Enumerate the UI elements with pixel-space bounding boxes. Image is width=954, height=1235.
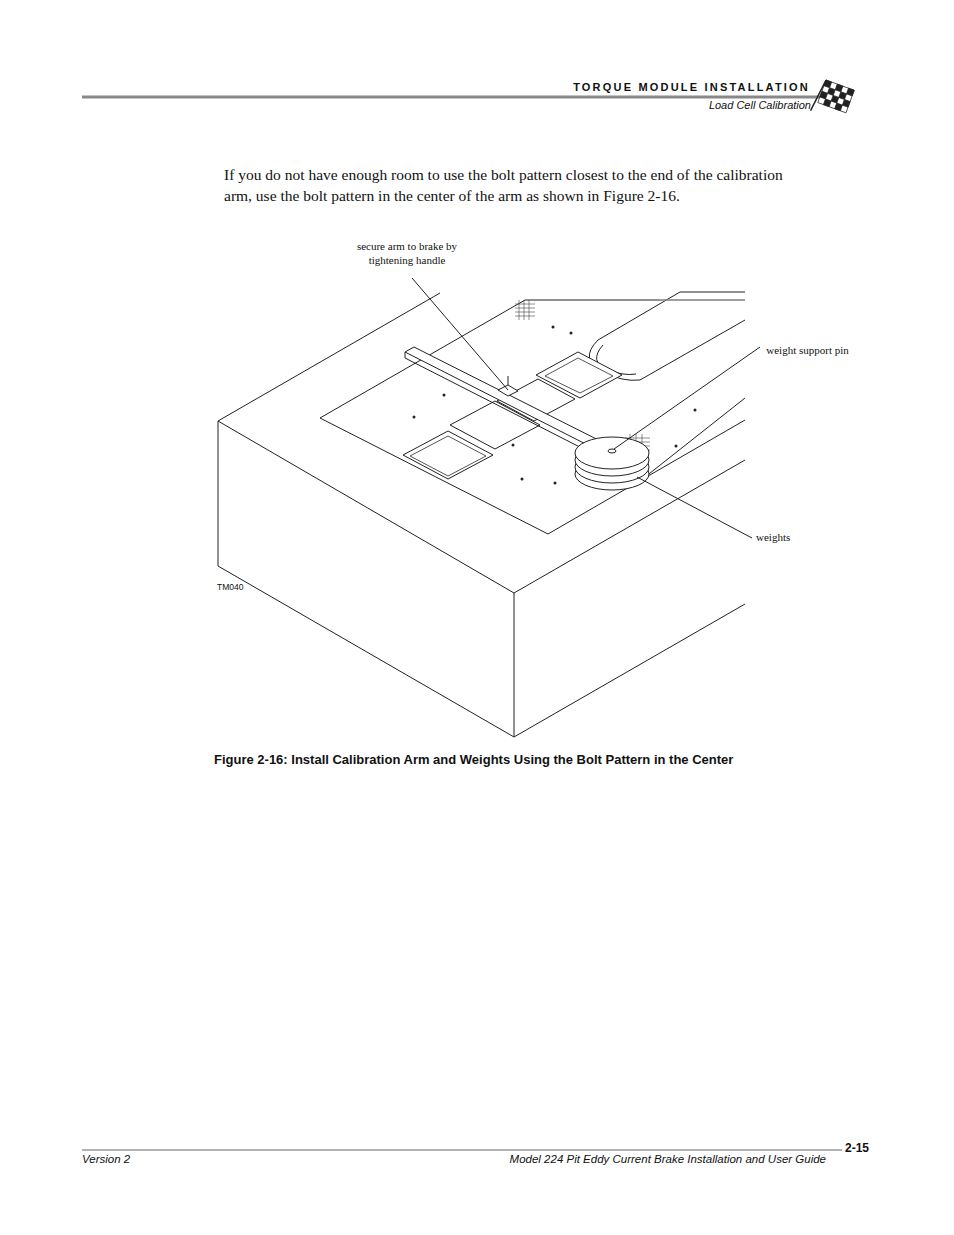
callout-text: weights xyxy=(756,531,790,544)
running-header: TORQUE MODULE INSTALLATION xyxy=(573,81,810,94)
callout-text: secure arm to brake by tightening handle xyxy=(337,239,477,268)
footer-version: Version 2 xyxy=(82,1153,130,1167)
figure-id: TM040 xyxy=(217,582,243,592)
footer-title: Model 224 Pit Eddy Current Brake Install… xyxy=(510,1153,826,1167)
body-paragraph: If you do not have enough room to use th… xyxy=(224,165,784,207)
section-name: Load Cell Calibration xyxy=(709,99,811,112)
page-number: 2-15 xyxy=(845,1141,869,1155)
callout-text: weight support pin xyxy=(760,343,855,357)
figure-caption: Figure 2-16: Install Calibration Arm and… xyxy=(214,752,733,767)
